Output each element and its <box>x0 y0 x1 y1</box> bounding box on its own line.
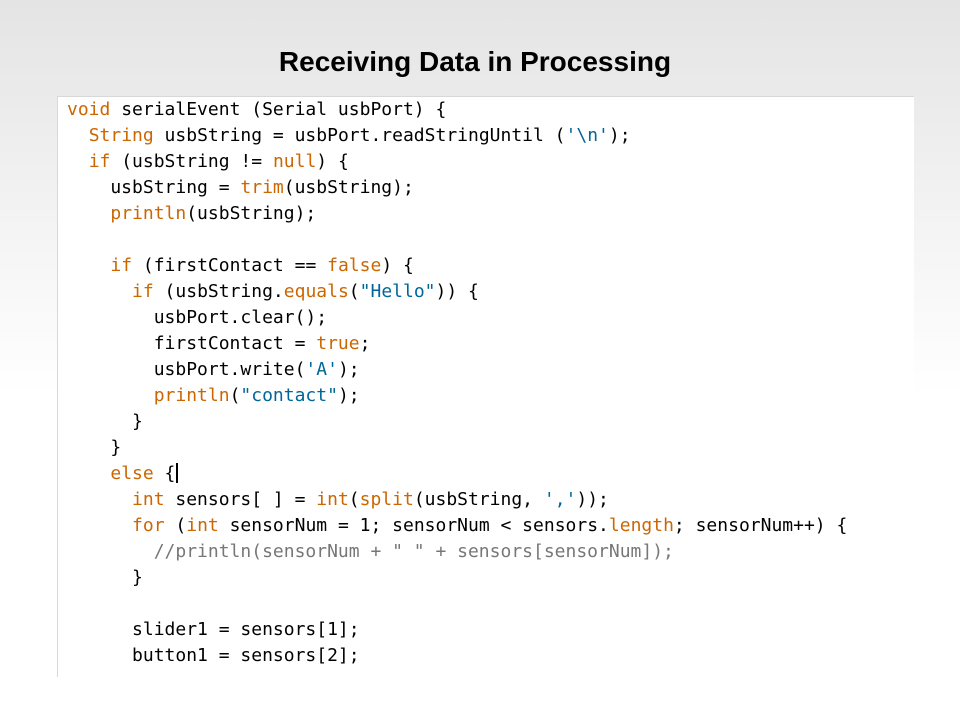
code-function: equals <box>283 281 349 302</box>
code-function: length <box>608 515 674 536</box>
code-text: ); <box>337 385 360 406</box>
code-line: } <box>67 565 143 591</box>
code-line: println(usbString); <box>67 201 316 227</box>
code-line: usbPort.clear(); <box>67 305 327 331</box>
code-text <box>67 541 154 562</box>
code-text: firstContact = <box>67 333 317 354</box>
code-line: int sensors[ ] = int(split(usbString, ',… <box>67 487 609 513</box>
code-text <box>67 489 132 510</box>
code-text: (usbString != <box>110 151 273 172</box>
code-text: usbPort.write( <box>67 359 306 380</box>
code-text: ) { <box>381 255 414 276</box>
code-line: button1 = sensors[2]; <box>67 643 360 669</box>
code-text: ( <box>229 385 241 406</box>
code-text: slider1 = sensors[1]; <box>67 619 360 640</box>
code-line: for (int sensorNum = 1; sensorNum < sens… <box>67 513 847 539</box>
code-line: } <box>67 409 143 435</box>
code-line: slider1 = sensors[1]; <box>67 617 360 643</box>
code-text: } <box>67 411 143 432</box>
code-line: else { <box>67 461 179 487</box>
code-text: sensorNum = 1; sensorNum < sensors. <box>218 515 609 536</box>
code-function: trim <box>240 177 284 198</box>
code-text <box>67 463 110 484</box>
code-text: ) { <box>316 151 349 172</box>
code-keyword: void <box>67 99 111 120</box>
code-text: ; <box>359 333 371 354</box>
code-string: "contact" <box>240 385 338 406</box>
code-text: serialEvent (Serial usbPort) { <box>110 99 447 120</box>
code-line: //println(sensorNum + " " + sensors[sens… <box>67 539 674 565</box>
code-keyword: false <box>327 255 382 276</box>
code-keyword: if <box>88 151 111 172</box>
code-text: usbString = usbPort.readStringUntil ( <box>153 125 566 146</box>
code-keyword: null <box>272 151 317 172</box>
code-text <box>67 515 132 536</box>
code-text: (usbString, <box>413 489 544 510</box>
code-text: ( <box>348 489 360 510</box>
code-text: usbString = <box>67 177 241 198</box>
code-comment: //println(sensorNum + " " + sensors[sens… <box>153 541 674 562</box>
code-text: ); <box>337 359 360 380</box>
code-string: ',' <box>543 489 577 510</box>
code-text: sensors[ ] = <box>164 489 317 510</box>
text-cursor <box>176 463 179 483</box>
code-keyword: int <box>316 489 349 510</box>
code-text: usbPort.clear(); <box>67 307 328 328</box>
code-string: "Hello" <box>359 281 436 302</box>
code-text <box>67 385 154 406</box>
code-text: (firstContact == <box>132 255 328 276</box>
code-text: button1 = sensors[2]; <box>67 645 360 666</box>
code-line: println("contact"); <box>67 383 360 409</box>
code-text: { <box>153 463 176 484</box>
code-line: String usbString = usbPort.readStringUnt… <box>67 123 631 149</box>
code-keyword: if <box>132 281 154 302</box>
code-line: if (usbString.equals("Hello")) { <box>67 279 479 305</box>
code-keyword: for <box>132 515 165 536</box>
code-keyword: String <box>88 125 154 146</box>
code-line: void serialEvent (Serial usbPort) { <box>67 97 446 123</box>
code-line: usbString = trim(usbString); <box>67 175 414 201</box>
code-text: )); <box>576 489 609 510</box>
code-text: (usbString. <box>153 281 284 302</box>
code-keyword: else <box>110 463 154 484</box>
code-keyword: int <box>186 515 219 536</box>
code-line: } <box>67 435 121 461</box>
code-text <box>67 281 132 302</box>
code-keyword: true <box>316 333 360 354</box>
slide-title: Receiving Data in Processing <box>278 46 672 77</box>
code-function: println <box>110 203 187 224</box>
code-text: ); <box>608 125 631 146</box>
code-editor[interactable]: void serialEvent (Serial usbPort) { Stri… <box>57 96 914 677</box>
code-string: '\n' <box>565 125 609 146</box>
code-text: } <box>67 437 122 458</box>
code-text <box>67 203 110 224</box>
code-function: split <box>359 489 414 510</box>
code-string: 'A' <box>305 359 338 380</box>
code-function: println <box>153 385 230 406</box>
code-line: if (usbString != null) { <box>67 149 349 175</box>
code-line: usbPort.write('A'); <box>67 357 360 383</box>
code-text <box>67 255 110 276</box>
code-text: ( <box>164 515 187 536</box>
code-keyword: int <box>132 489 165 510</box>
code-text <box>67 151 89 172</box>
code-text: ; sensorNum++) { <box>673 515 848 536</box>
code-line: firstContact = true; <box>67 331 371 357</box>
code-text: (usbString); <box>186 203 317 224</box>
code-line: if (firstContact == false) { <box>67 253 414 279</box>
code-text: (usbString); <box>283 177 414 198</box>
code-text <box>67 125 89 146</box>
code-text: ( <box>348 281 360 302</box>
code-keyword: if <box>110 255 133 276</box>
code-text: } <box>67 567 143 588</box>
code-text: )) { <box>435 281 479 302</box>
